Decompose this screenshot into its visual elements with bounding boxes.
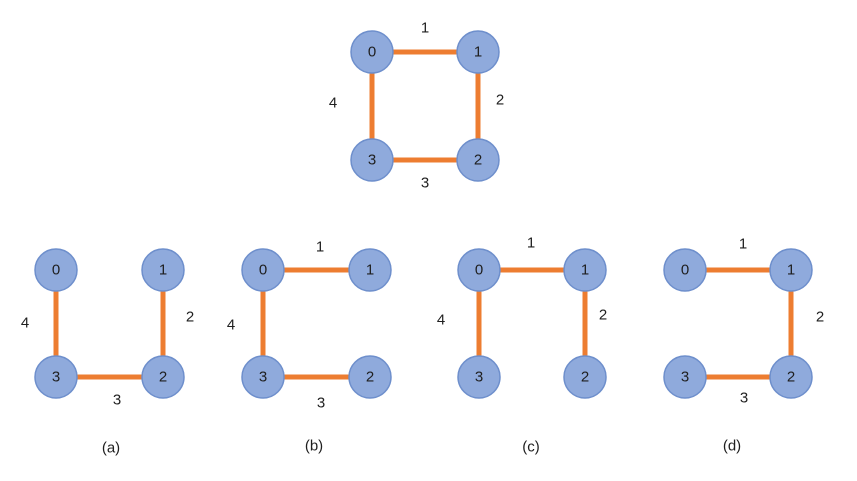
node-1 <box>769 248 813 292</box>
graph-caption: (a) <box>102 440 120 457</box>
node-label: 0 <box>259 262 267 279</box>
graph-original: 1 2 3 4 0 1 2 3 <box>329 20 504 192</box>
edge-weight-label: 1 <box>316 239 324 256</box>
node-2 <box>456 138 500 182</box>
node-1 <box>348 248 392 292</box>
graph-b: 1 4 3 0 1 2 3 (b) <box>227 239 392 455</box>
edge-weight-label: 4 <box>21 315 29 332</box>
node-label: 3 <box>368 152 376 169</box>
node-0 <box>457 248 501 292</box>
edge-weight-label: 4 <box>437 312 445 329</box>
node-2 <box>563 355 607 399</box>
node-2 <box>141 355 185 399</box>
node-3 <box>663 355 707 399</box>
node-label: 2 <box>159 369 167 386</box>
node-label: 0 <box>368 44 376 61</box>
node-label: 1 <box>581 262 589 279</box>
edge-weight-label: 1 <box>421 20 429 37</box>
node-label: 3 <box>52 369 60 386</box>
node-label: 0 <box>475 262 483 279</box>
node-2 <box>769 355 813 399</box>
graph-caption: (b) <box>305 438 323 455</box>
edge-weight-label: 3 <box>421 175 429 192</box>
edge-weight-label: 4 <box>329 95 337 112</box>
edge-weight-label: 2 <box>816 309 824 326</box>
node-3 <box>350 138 394 182</box>
node-3 <box>241 355 285 399</box>
node-label: 1 <box>474 44 482 61</box>
graph-c: 1 4 2 0 1 2 3 (c) <box>437 235 607 456</box>
graph-a: 4 2 3 0 1 2 3 (a) <box>21 248 194 457</box>
node-2 <box>348 355 392 399</box>
node-label: 3 <box>475 369 483 386</box>
graph-caption: (c) <box>522 439 540 456</box>
node-0 <box>663 248 707 292</box>
graph-caption: (d) <box>723 438 741 455</box>
graph-d: 1 2 3 0 1 2 3 (d) <box>663 236 824 455</box>
node-label: 0 <box>681 262 689 279</box>
node-label: 1 <box>366 262 374 279</box>
node-0 <box>34 248 78 292</box>
node-0 <box>350 30 394 74</box>
node-0 <box>241 248 285 292</box>
node-1 <box>456 30 500 74</box>
edge-weight-label: 1 <box>739 236 747 253</box>
node-3 <box>457 355 501 399</box>
node-label: 0 <box>52 262 60 279</box>
node-1 <box>141 248 185 292</box>
node-3 <box>34 355 78 399</box>
edge-weight-label: 2 <box>599 307 607 324</box>
node-label: 2 <box>366 369 374 386</box>
node-label: 1 <box>787 262 795 279</box>
edge-weight-label: 2 <box>186 309 194 326</box>
node-label: 3 <box>259 369 267 386</box>
node-label: 2 <box>474 152 482 169</box>
node-label: 2 <box>581 369 589 386</box>
edge-weight-label: 3 <box>113 392 121 409</box>
edge-weight-label: 2 <box>496 92 504 109</box>
node-label: 2 <box>787 369 795 386</box>
node-label: 3 <box>681 369 689 386</box>
node-label: 1 <box>159 262 167 279</box>
edge-weight-label: 3 <box>317 395 325 412</box>
edge-weight-label: 4 <box>227 317 235 334</box>
node-1 <box>563 248 607 292</box>
edge-weight-label: 1 <box>527 235 535 252</box>
edge-weight-label: 3 <box>740 390 748 407</box>
